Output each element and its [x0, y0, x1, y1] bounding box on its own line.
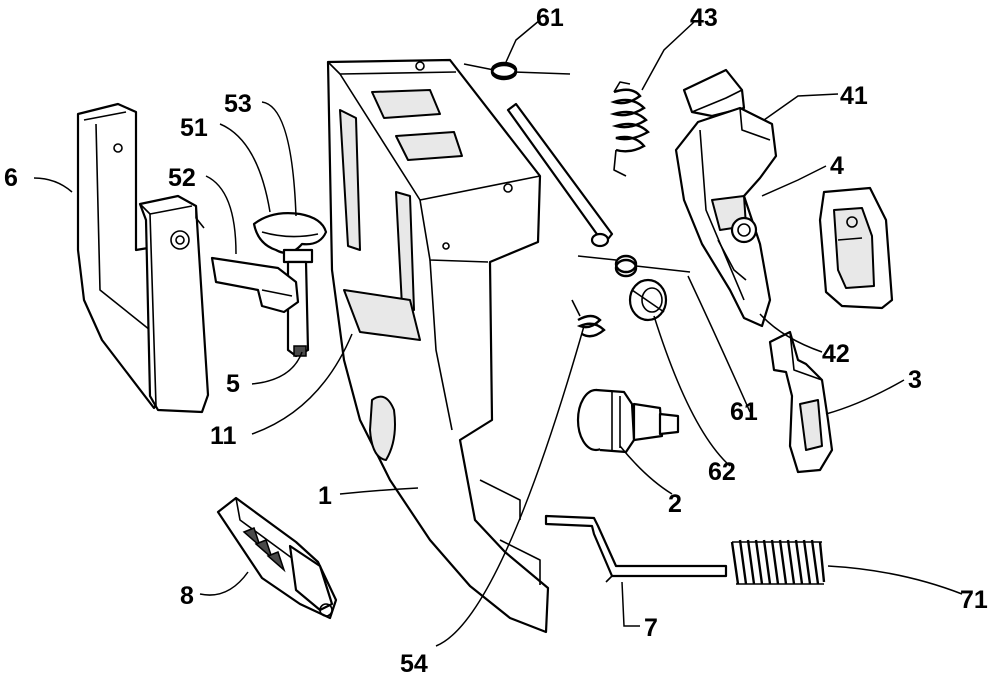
label-6: 6 [4, 164, 18, 192]
leader-8 [200, 572, 248, 595]
label-43: 43 [690, 4, 718, 32]
part-52-lever-arm [212, 258, 298, 312]
label-8: 8 [180, 582, 194, 610]
leader-2 [620, 446, 672, 494]
part-5-shaft [288, 262, 308, 356]
leader-5 [252, 352, 302, 384]
leader-41 [764, 94, 838, 120]
part-5-lever-assembly [212, 213, 326, 356]
part-4-latch-assembly [676, 70, 776, 326]
label-71: 71 [960, 586, 988, 614]
part-54-small-spring [572, 300, 604, 336]
part-7-rod [546, 516, 726, 582]
label-11: 11 [210, 422, 237, 450]
part-71-spring [732, 540, 824, 584]
leader-4 [762, 166, 826, 196]
side-plate [820, 188, 892, 308]
label-2: 2 [668, 490, 682, 518]
part-2-adjusting-screw [578, 390, 678, 452]
part-62-bushing [630, 280, 666, 320]
leader-61-top [506, 20, 540, 62]
leader-43 [642, 22, 694, 90]
label-61-top: 61 [536, 4, 564, 32]
leader-62 [654, 316, 730, 466]
label-62: 62 [708, 458, 736, 486]
label-4: 4 [830, 152, 844, 180]
leader-52 [206, 176, 236, 254]
label-52: 52 [168, 164, 196, 192]
leader-7 [622, 582, 640, 626]
part-61-spring-middle [578, 256, 690, 276]
leader-3 [826, 380, 904, 414]
part-1-main-housing [328, 60, 548, 632]
part-43-coil-spring [614, 82, 648, 176]
label-7: 7 [644, 614, 658, 642]
part-61-spring-top [464, 63, 570, 79]
leader-6 [34, 178, 72, 192]
label-42: 42 [822, 340, 850, 368]
label-51: 51 [180, 114, 208, 142]
label-1: 1 [318, 482, 332, 510]
label-3: 3 [908, 366, 922, 394]
label-61-middle: 61 [730, 398, 758, 426]
part-6-side-cover [78, 104, 208, 412]
label-41: 41 [840, 82, 868, 110]
label-54: 54 [400, 650, 428, 678]
label-5: 5 [226, 370, 240, 398]
label-53: 53 [224, 90, 252, 118]
part-8-toothed-piece [218, 498, 336, 618]
leader-71 [828, 566, 962, 594]
